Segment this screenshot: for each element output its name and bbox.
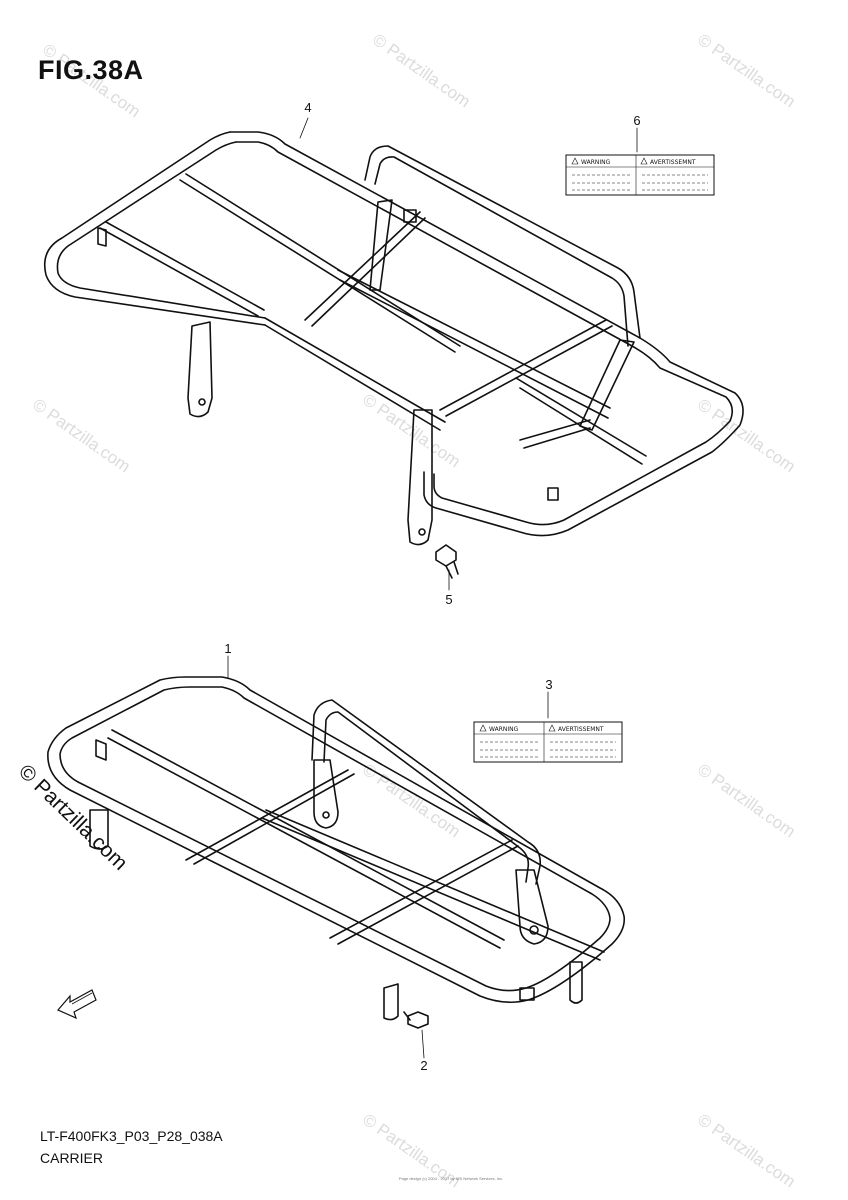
warning-triangle-icon — [479, 724, 487, 732]
bolt-icon — [435, 544, 459, 579]
avertissement-label-text: AVERTISSEMNT — [650, 159, 696, 166]
bolt-icon — [403, 1011, 429, 1029]
warning-triangle-icon — [571, 157, 579, 165]
warning-triangle-icon — [640, 157, 648, 165]
rear-carrier-drawing — [43, 131, 744, 546]
callout-1: 1 — [224, 641, 232, 656]
warning-label-6: WARNING AVERTISSEMNT — [565, 154, 715, 196]
callout-4: 4 — [304, 100, 312, 115]
leader-line — [421, 1029, 425, 1059]
diagram-code: LT-F400FK3_P03_P28_038A — [40, 1128, 223, 1144]
callout-5: 5 — [445, 592, 453, 607]
front-carrier-drawing — [47, 676, 626, 1021]
diagram-title: CARRIER — [40, 1150, 104, 1166]
warning-triangle-icon — [548, 724, 556, 732]
fwd-arrow-icon — [57, 989, 97, 1020]
warning-label-text: WARNING — [581, 159, 611, 166]
figure-title: FIG.38A — [38, 55, 144, 85]
warning-label-3: WARNING AVERTISSEMNT — [473, 721, 623, 763]
callout-2: 2 — [420, 1058, 428, 1073]
warning-label-text: WARNING — [489, 726, 519, 733]
callout-6: 6 — [633, 113, 641, 128]
copyright-footer: Page design (c) 2004 - 2017 by ARI Netwo… — [398, 1176, 504, 1181]
leader-line — [299, 117, 309, 139]
callout-3: 3 — [545, 677, 553, 692]
avertissement-label-text: AVERTISSEMNT — [558, 726, 604, 733]
